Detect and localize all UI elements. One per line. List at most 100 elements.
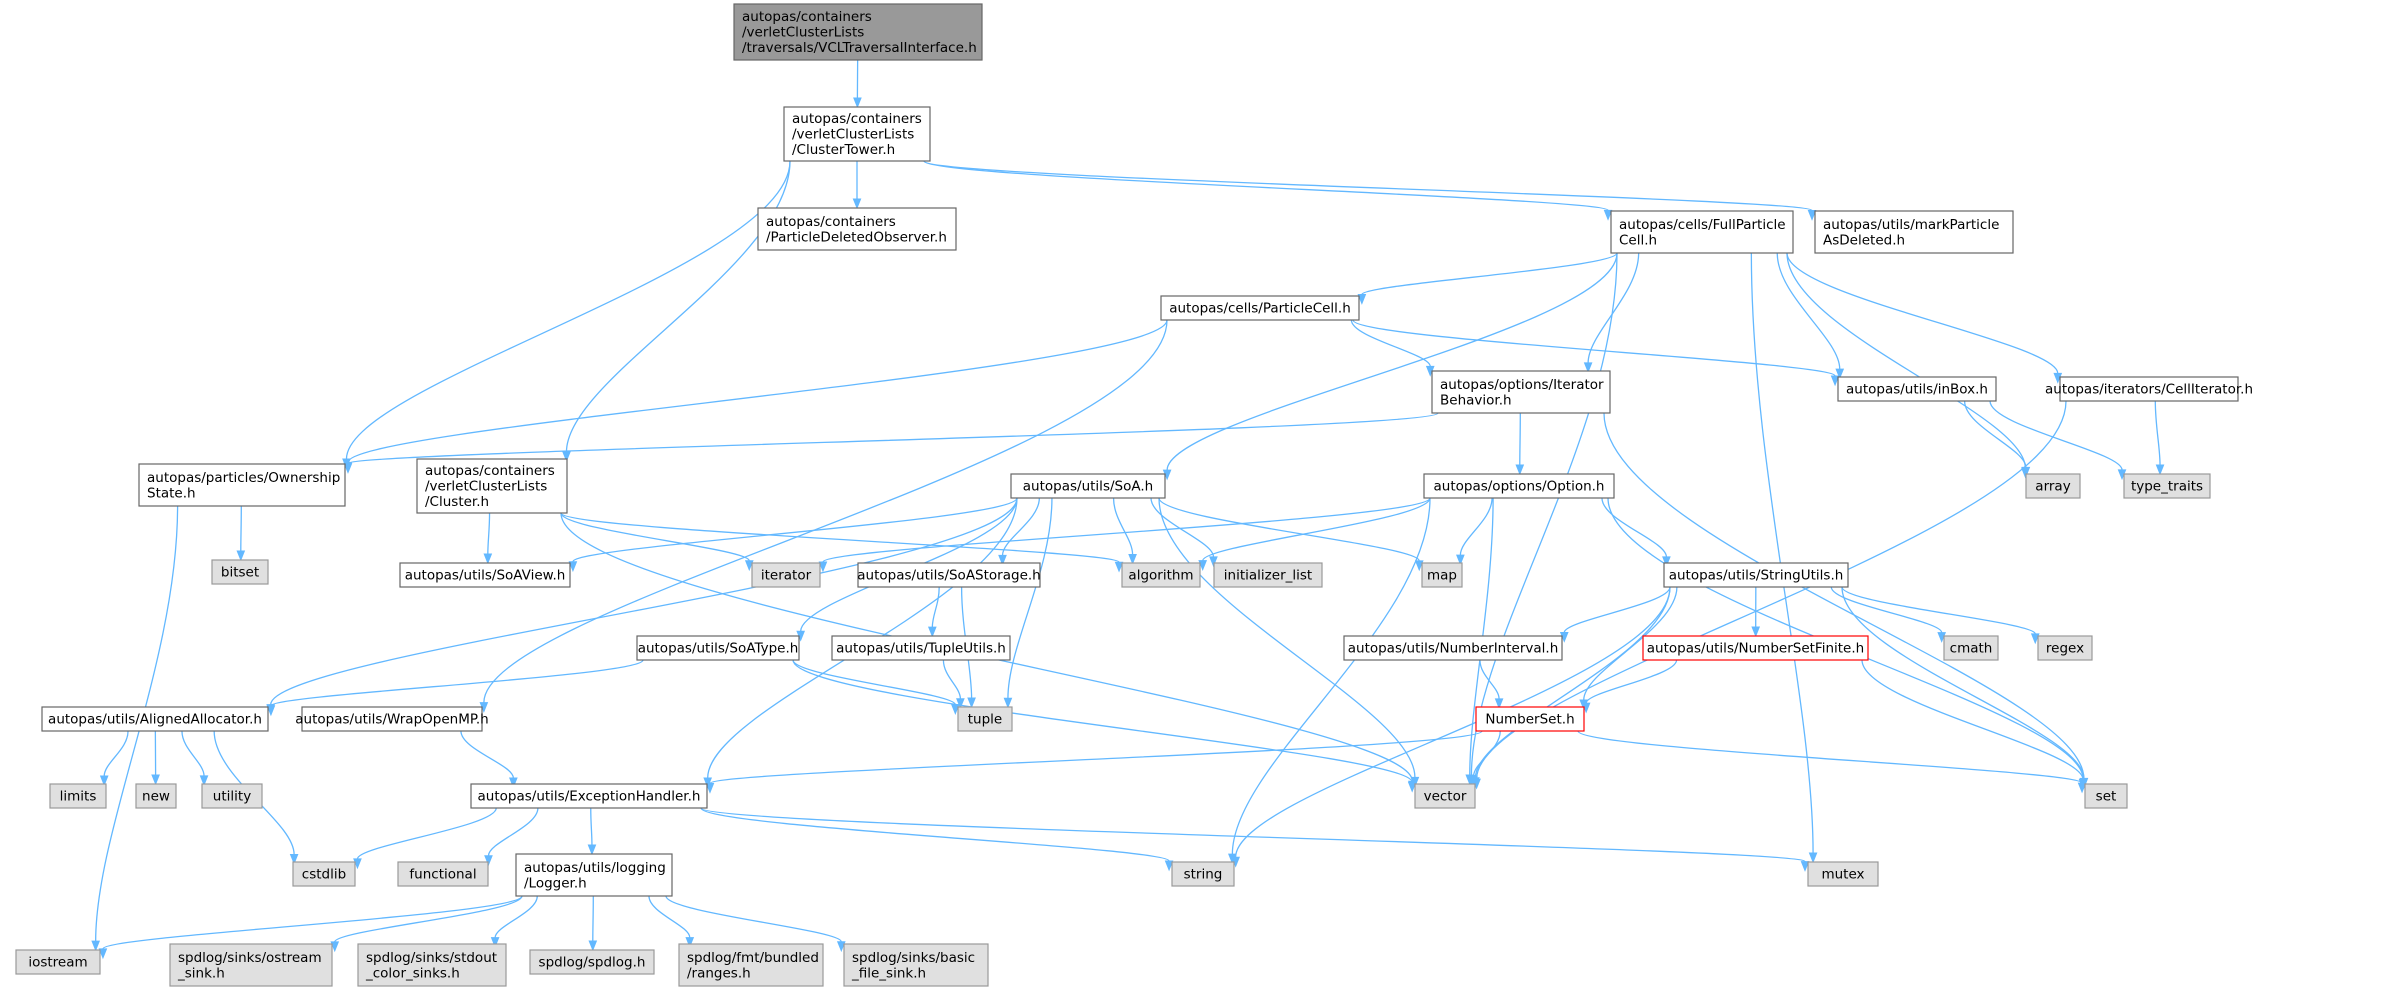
edge-line <box>347 319 1168 463</box>
edge-arrowhead <box>236 550 246 562</box>
node-box <box>49 783 107 809</box>
node-new: new <box>135 783 177 809</box>
edge-line <box>1112 497 1134 555</box>
node-cluster[interactable]: autopas/containers/verletClusterLists/Cl… <box>416 458 568 514</box>
node-wrapomp[interactable]: autopas/utils/WrapOpenMP.h <box>295 706 489 732</box>
edge-arrowhead <box>927 626 937 638</box>
edge-fpc-to-mutex <box>1750 252 1818 864</box>
edge-arrowhead <box>509 777 518 789</box>
node-particlecell[interactable]: autopas/cells/ParticleCell.h <box>1160 295 1360 321</box>
node-box <box>1343 635 1563 661</box>
edge-clustertower-to-cluster <box>562 160 791 463</box>
edge-line <box>487 807 539 856</box>
edge-numberset-to-exception <box>705 730 1483 794</box>
node-box <box>211 559 269 585</box>
node-label-line: autopas/options/Iterator <box>1440 377 1604 393</box>
edge-exception-to-logger <box>587 807 597 856</box>
edge-option-to-map <box>1456 497 1493 566</box>
node-alignedalloc[interactable]: autopas/utils/AlignedAllocator.h <box>41 706 269 732</box>
edge-particlecell-to-iterbeh <box>1350 319 1435 377</box>
edge-arrowhead <box>1583 362 1593 374</box>
node-tupleutils[interactable]: autopas/utils/TupleUtils.h <box>831 635 1011 661</box>
node-numsetfinite[interactable]: autopas/utils/NumberSetFinite.h <box>1642 635 1869 661</box>
node-label-line: spdlog/fmt/bundled <box>687 950 819 966</box>
edge-arrowhead <box>588 940 598 952</box>
edge-line <box>700 807 1170 862</box>
edge-line <box>1150 497 1215 557</box>
edge-line <box>560 512 750 562</box>
node-soa[interactable]: autopas/utils/SoA.h <box>1010 473 1166 499</box>
node-label-line: autopas/utils/SoA.h <box>1023 479 1153 495</box>
node-exception[interactable]: autopas/utils/ExceptionHandler.h <box>470 783 708 809</box>
edge-logger-to-spdlog <box>588 895 598 952</box>
node-label-line: autopas/cells/FullParticle <box>1619 217 1786 233</box>
edge-line <box>270 497 1018 705</box>
node-label-line: autopas/particles/Ownership <box>147 470 340 486</box>
node-stringutils[interactable]: autopas/utils/StringUtils.h <box>1663 562 1849 588</box>
edge-line <box>1001 497 1040 556</box>
node-box <box>751 562 821 588</box>
node-pdo[interactable]: autopas/containers/ParticleDeletedObserv… <box>757 207 957 251</box>
node-label-line: iostream <box>28 955 87 971</box>
edge-soatype-to-tuple <box>792 659 960 715</box>
node-label-line: set <box>2096 789 2117 805</box>
edges-layer <box>91 59 2165 960</box>
edge-logger-to-basic_sink <box>665 895 846 953</box>
node-box <box>678 943 824 987</box>
edge-line <box>1963 400 2027 468</box>
node-numberset[interactable]: NumberSet.h <box>1475 706 1585 732</box>
edge-celliter-to-type_traits <box>2154 400 2165 476</box>
edge-line <box>2154 400 2161 466</box>
node-logger[interactable]: autopas/utils/logging/Logger.h <box>515 853 673 897</box>
node-label-line: mutex <box>1821 867 1864 883</box>
edge-fpc-to-iterbeh <box>1583 252 1640 374</box>
edge-clustertower-to-pdo <box>852 160 862 210</box>
node-box <box>757 207 957 251</box>
edge-option-to-iterator <box>818 497 1431 573</box>
node-limits: limits <box>49 783 107 809</box>
node-label-line: autopas/utils/StringUtils.h <box>1669 568 1844 584</box>
node-label-line: autopas/utils/markParticle <box>1823 217 1999 233</box>
edge-line <box>270 659 644 707</box>
edge-line <box>942 659 962 699</box>
node-soatype[interactable]: autopas/utils/SoAType.h <box>636 635 800 661</box>
edge-arrowhead <box>343 463 353 474</box>
node-label-line: limits <box>60 789 97 805</box>
edge-stringutils-to-numinterval <box>1559 586 1671 643</box>
node-label-line: /ClusterTower.h <box>792 142 895 158</box>
node-regex: regex <box>2037 635 2093 661</box>
edge-option-to-algorithm <box>1198 497 1431 571</box>
edge-stringutils-to-numsetfinite <box>1751 586 1761 638</box>
edge-arrowhead <box>818 561 828 573</box>
edge-line <box>483 319 1168 703</box>
node-basic_sink: spdlog/sinks/basic_file_sink.h <box>843 943 989 987</box>
node-box <box>1160 295 1360 321</box>
node-clustertower[interactable]: autopas/containers/verletClusterLists/Cl… <box>783 106 931 162</box>
edge-line <box>1166 252 1618 471</box>
node-box <box>857 562 1041 588</box>
node-inbox[interactable]: autopas/utils/inBox.h <box>1837 376 1997 402</box>
node-soastorage[interactable]: autopas/utils/SoAStorage.h <box>857 562 1041 588</box>
node-celliter[interactable]: autopas/iterators/CellIterator.h <box>2045 376 2253 402</box>
node-numinterval[interactable]: autopas/utils/NumberInterval.h <box>1343 635 1563 661</box>
node-label-line: autopas/containers <box>425 463 555 479</box>
node-mutex: mutex <box>1807 861 1879 887</box>
node-label-line: spdlog/sinks/basic <box>852 950 975 966</box>
node-option[interactable]: autopas/options/Option.h <box>1423 473 1615 499</box>
node-root[interactable]: autopas/containers/verletClusterLists/tr… <box>733 3 983 61</box>
node-label-line: /verletClusterLists <box>742 25 864 41</box>
node-box <box>138 463 346 507</box>
edge-root-to-clustertower <box>853 59 862 109</box>
edge-soa-to-soastorage <box>998 497 1040 566</box>
node-label-line: functional <box>409 867 476 883</box>
node-box <box>1423 473 1615 499</box>
node-box <box>1642 635 1869 661</box>
node-box <box>843 943 989 987</box>
edge-line <box>1841 586 2036 635</box>
edge-line <box>1776 252 1841 370</box>
node-soaview[interactable]: autopas/utils/SoAView.h <box>399 562 571 588</box>
